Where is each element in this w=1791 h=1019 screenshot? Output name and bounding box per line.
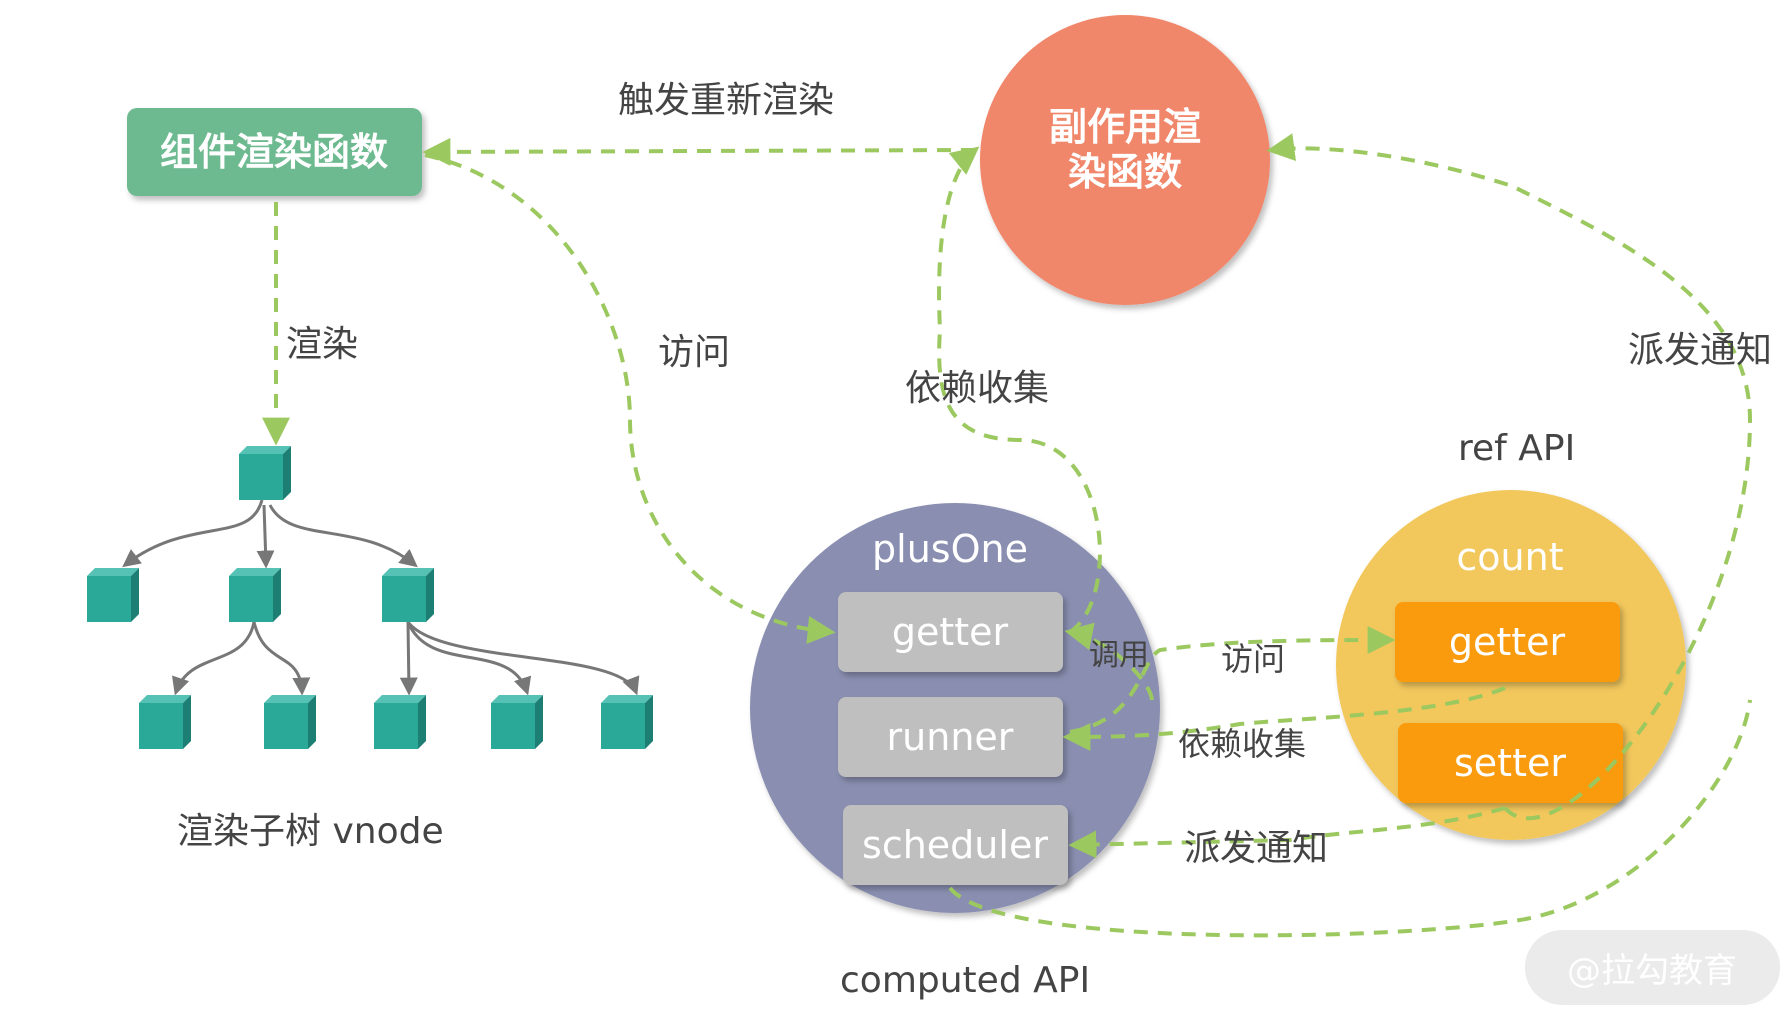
computed-name: plusOne xyxy=(872,527,1028,571)
ref-name: count xyxy=(1456,535,1563,579)
label-vnode-tree: 渲染子树 vnode xyxy=(177,811,444,852)
ref-getter-label: getter xyxy=(1449,620,1566,664)
effect-render-label-2: 染函数 xyxy=(1068,150,1182,194)
label-trigger-rerender: 触发重新渲染 xyxy=(618,80,834,121)
cube-icon xyxy=(491,695,543,749)
component-render-box xyxy=(127,108,422,196)
arrow-call xyxy=(1064,622,1154,701)
label-call: 调用 xyxy=(1089,638,1149,673)
arrow-access xyxy=(424,153,836,644)
arrow-notify-bottom xyxy=(1068,806,1506,859)
ref-setter-label: setter xyxy=(1454,741,1566,785)
computed-runner-box xyxy=(838,697,1063,777)
label-computed-api: computed API xyxy=(840,960,1090,1001)
arrow-dep-collect-bottom xyxy=(1062,686,1506,751)
label-access: 访问 xyxy=(658,332,730,373)
label-dep-collect-bottom: 依赖收集 xyxy=(1178,725,1306,763)
cube-icon xyxy=(601,695,653,749)
effect-render-circle xyxy=(980,15,1270,305)
cube-icon xyxy=(264,695,316,749)
label-notify-bottom: 派发通知 xyxy=(1184,828,1328,869)
cube-icon xyxy=(139,695,191,749)
cube-icon xyxy=(382,568,434,622)
ref-getter-box xyxy=(1395,602,1620,682)
cube-icon xyxy=(229,568,281,622)
component-render-label: 组件渲染函数 xyxy=(160,130,388,174)
computed-scheduler-box xyxy=(843,805,1068,885)
arrow-dep-collect-top xyxy=(937,146,1102,634)
effect-render-label-1: 副作用渲 xyxy=(1049,105,1201,149)
cube-icon xyxy=(87,568,139,622)
label-ref-api: ref API xyxy=(1458,428,1575,469)
ref-setter-box xyxy=(1398,723,1623,803)
arrow-trigger-rerender xyxy=(422,137,976,166)
label-render: 渲染 xyxy=(286,324,358,365)
label-access-bottom: 访问 xyxy=(1221,640,1285,678)
cube-icon xyxy=(239,446,291,500)
computed-getter-box xyxy=(838,592,1063,672)
watermark-text: @拉勾教育 xyxy=(1567,951,1737,991)
cube-icon xyxy=(374,695,426,749)
arrow-access-bottom xyxy=(1069,626,1396,734)
computed-scheduler-label: scheduler xyxy=(862,823,1048,867)
computed-runner-label: runner xyxy=(887,715,1014,759)
watermark-badge xyxy=(1525,930,1780,1005)
label-notify-right: 派发通知 xyxy=(1628,330,1772,371)
computed-getter-label: getter xyxy=(892,610,1009,654)
label-dep-collect-top: 依赖收集 xyxy=(905,368,1049,409)
vnode-tree-connectors xyxy=(122,499,640,696)
